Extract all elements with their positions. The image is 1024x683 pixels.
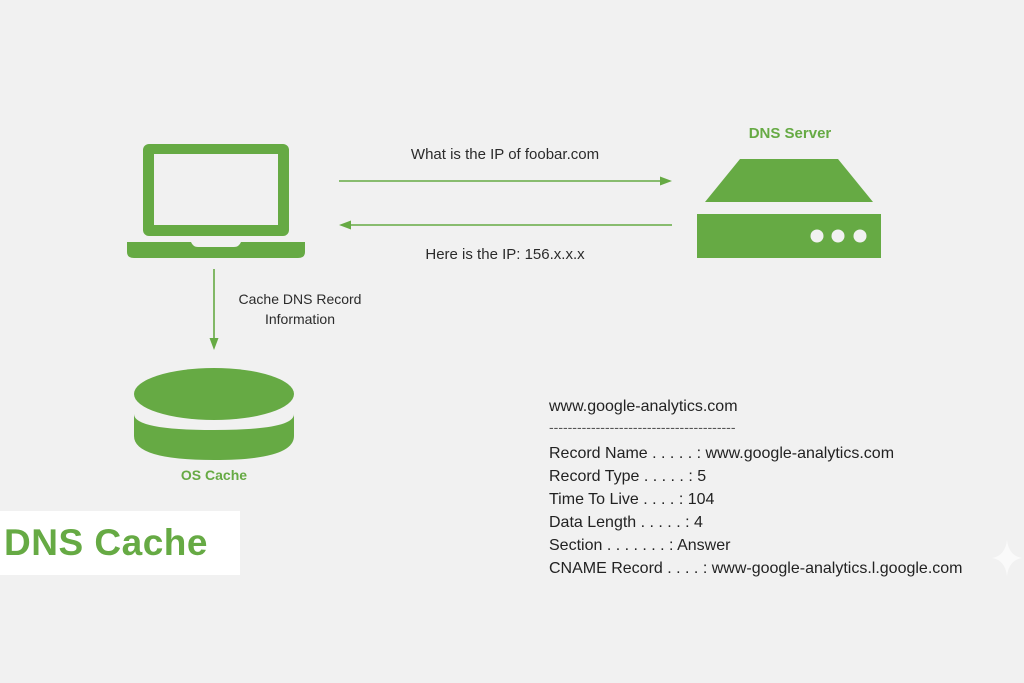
record-value: 4 bbox=[693, 514, 703, 531]
record-row: Section . . . . . . . : Answer bbox=[549, 534, 962, 557]
response-label: Here is the IP: 156.x.x.x bbox=[425, 246, 585, 263]
record-key: Time To Live . . . . : bbox=[549, 491, 688, 508]
record-key: CNAME Record . . . . : bbox=[549, 560, 712, 577]
cache-label-line2: Information bbox=[264, 311, 336, 327]
record-key: Record Type . . . . . : bbox=[549, 468, 698, 485]
record-key: Data Length . . . . . : bbox=[549, 514, 694, 531]
query-label: What is the IP of foobar.com bbox=[410, 146, 600, 163]
record-value: www.google-analytics.com bbox=[705, 445, 895, 462]
dns-server-label: DNS Server bbox=[748, 125, 832, 142]
database-icon bbox=[134, 368, 294, 460]
diagram-title: DNS Cache bbox=[4, 522, 208, 563]
sparkle-icon bbox=[992, 540, 1022, 576]
query-arrow bbox=[339, 176, 672, 186]
record-key: Section . . . . . . . : bbox=[549, 537, 678, 554]
cache-label-line1: Cache DNS Record bbox=[238, 291, 362, 307]
record-row: Time To Live . . . . : 104 bbox=[549, 488, 962, 511]
record-value: 104 bbox=[687, 491, 715, 508]
dns-record-block: www.google-analytics.com ---------------… bbox=[549, 395, 962, 580]
record-row: Record Name . . . . . : www.google-analy… bbox=[549, 442, 962, 465]
cache-arrow bbox=[209, 269, 219, 350]
response-arrow bbox=[339, 220, 672, 230]
server-icon bbox=[697, 159, 881, 258]
diagram-title-badge: DNS Cache bbox=[0, 511, 240, 575]
record-value: www-google-analytics.l.google.com bbox=[711, 560, 963, 577]
record-row: Data Length . . . . . : 4 bbox=[549, 511, 962, 534]
record-header: www.google-analytics.com bbox=[549, 398, 738, 415]
record-separator: ---------------------------------------- bbox=[549, 419, 736, 435]
os-cache-label: OS Cache bbox=[180, 467, 248, 483]
record-value: 5 bbox=[697, 468, 707, 485]
record-key: Record Name . . . . . : bbox=[549, 445, 706, 462]
record-value: Answer bbox=[677, 537, 731, 554]
cache-label: Cache DNS Record Information bbox=[225, 289, 375, 329]
record-row: CNAME Record . . . . : www-google-analyt… bbox=[549, 557, 962, 580]
record-row: Record Type . . . . . : 5 bbox=[549, 465, 962, 488]
laptop-icon bbox=[127, 144, 305, 258]
